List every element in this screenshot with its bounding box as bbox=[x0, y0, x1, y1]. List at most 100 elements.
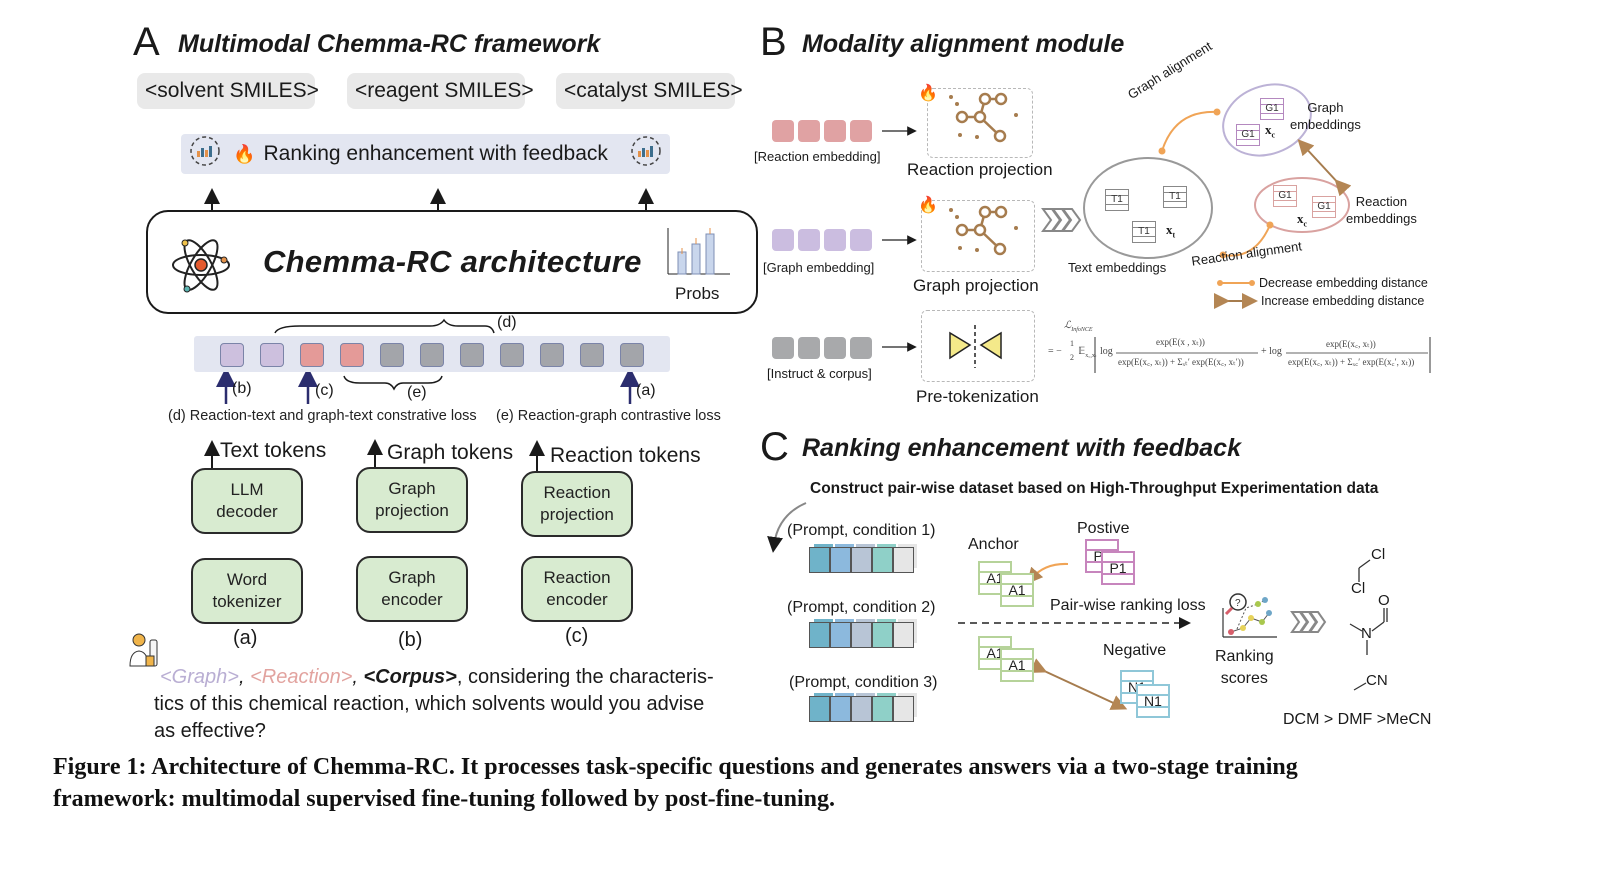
condition-cube bbox=[872, 696, 893, 722]
text-tokens-label: Text tokens bbox=[220, 439, 327, 462]
graph-embeddings-cluster bbox=[1222, 83, 1312, 157]
text-token: T1 bbox=[1163, 186, 1187, 208]
reaction-graph-token: G1 bbox=[1312, 196, 1336, 218]
text-token: T1 bbox=[1105, 189, 1129, 211]
brace-label-e: (e) bbox=[407, 384, 427, 401]
atom-icon bbox=[170, 234, 232, 301]
panel-b-letter: B bbox=[760, 20, 787, 64]
loss-e-description: (e) Reaction-graph contrastive loss bbox=[496, 408, 721, 424]
positive-token: P1 bbox=[1101, 551, 1135, 585]
panel-c-letter: C bbox=[760, 425, 789, 469]
loss-d-description: (d) Reaction-text and graph-text constra… bbox=[168, 408, 477, 424]
formula-log: log bbox=[1100, 346, 1113, 357]
column-label-b: (b) bbox=[398, 629, 423, 651]
embedding-square bbox=[824, 337, 846, 359]
token-square bbox=[500, 343, 524, 367]
graph-encoder-box: Graph encoder bbox=[356, 556, 468, 622]
formula-expectation-sub: x꜀,xₜ bbox=[1085, 353, 1097, 359]
graph-graph-icon bbox=[955, 205, 1008, 256]
token-square bbox=[620, 343, 644, 367]
question-line1-rest: , considering the characteris- bbox=[456, 666, 714, 688]
token-square bbox=[300, 343, 324, 367]
condition-cube bbox=[809, 622, 830, 648]
condition-cube bbox=[893, 547, 914, 573]
chevron-right-icon bbox=[1290, 611, 1327, 633]
panel-c-subtitle: Construct pair-wise dataset based on Hig… bbox=[810, 480, 1379, 497]
reaction-encoder-box: Reaction encoder bbox=[521, 556, 633, 622]
condition-cube bbox=[893, 696, 914, 722]
negative-token: N1 bbox=[1136, 684, 1170, 718]
word-tokenizer-box: Word tokenizer bbox=[191, 558, 303, 624]
svg-text:?: ? bbox=[1235, 598, 1241, 609]
embedding-square bbox=[798, 229, 820, 251]
graph-token: G1 bbox=[1236, 124, 1260, 146]
svg-text:🔥: 🔥 bbox=[918, 195, 938, 214]
anchor-token: A1 bbox=[978, 636, 1012, 670]
token-square bbox=[340, 343, 364, 367]
reaction-projection-label: Reaction projection bbox=[907, 160, 1053, 179]
prompt-condition-1: (Prompt, condition 1) bbox=[787, 522, 936, 539]
graph-placeholder: <Graph> bbox=[160, 666, 239, 688]
graph-projection-module bbox=[921, 200, 1035, 272]
condition-cube bbox=[872, 622, 893, 648]
molecule-structures bbox=[1349, 559, 1388, 691]
formula-denominator-2: exp(E(x꜀, xₜ)) + Σₓ꜀′ exp(E(x꜀′, xₜ)) bbox=[1288, 357, 1415, 367]
condition-cube bbox=[809, 696, 830, 722]
instruct-corpus-label: [Instruct & corpus] bbox=[767, 366, 872, 381]
negative-label: Negative bbox=[1103, 642, 1167, 659]
embedding-square bbox=[824, 229, 846, 251]
token-square bbox=[460, 343, 484, 367]
pairwise-ranking-loss-label: Pair-wise ranking loss bbox=[1050, 597, 1206, 614]
ranking-enhancement-bar: 🔥 Ranking enhancement with feedback bbox=[181, 134, 670, 174]
formula-denominator-1: exp(E(x꜀, xₜ)) + Σₓₜ′ exp(E(x꜀, xₜ′)) bbox=[1118, 357, 1244, 367]
dataset-curve-arrow bbox=[767, 502, 807, 553]
graph-vector-label: xc bbox=[1265, 122, 1276, 140]
token-square bbox=[380, 343, 404, 367]
molecule-oxygen: O bbox=[1378, 592, 1390, 609]
reaction-alignment-arc bbox=[1222, 224, 1271, 257]
text-embeddings-cluster bbox=[1083, 157, 1213, 259]
formula-lhs-sub: InfoNCE bbox=[1071, 327, 1093, 333]
anchor-token: A1 bbox=[1000, 648, 1034, 682]
solvent-smiles-output: <solvent SMILES> bbox=[137, 73, 319, 109]
molecule-cl-top: Cl bbox=[1371, 546, 1386, 563]
architecture-title: Chemma-RC architecture bbox=[263, 244, 642, 279]
arrow-label-a: (a) bbox=[636, 382, 656, 399]
molecule-nitrogen: N bbox=[1361, 625, 1372, 642]
panel-a-title: Multimodal Chemma-RC framework bbox=[178, 30, 601, 58]
formula-expectation: 𝔼 bbox=[1078, 346, 1086, 357]
graph-projection-box: Graph projection bbox=[356, 467, 468, 533]
chevron-right-icon bbox=[1041, 208, 1082, 232]
condition-cube bbox=[830, 547, 851, 573]
corpus-placeholder: <Corpus> bbox=[363, 666, 457, 688]
token-square bbox=[420, 343, 444, 367]
token-square bbox=[580, 343, 604, 367]
arrow-label-c: (c) bbox=[315, 382, 334, 399]
anchor-label: Anchor bbox=[968, 536, 1019, 553]
condition-cube bbox=[872, 547, 893, 573]
chemist-avatar-icon bbox=[128, 632, 162, 673]
fire-icon: 🔥🔥 bbox=[918, 83, 938, 214]
embedding-square bbox=[850, 120, 872, 142]
graph-embedding-label: [Graph embedding] bbox=[763, 260, 875, 275]
formula-numerator-2: exp(E(x꜀, xₜ)) bbox=[1326, 339, 1376, 349]
condition-cube bbox=[851, 547, 872, 573]
formula-eq: = − bbox=[1048, 346, 1062, 357]
llm-decoder-box: LLM decoder bbox=[191, 468, 303, 534]
positive-pull-arrow bbox=[1026, 562, 1069, 585]
ranking-scores-icon: ? bbox=[1222, 593, 1277, 638]
catalyst-smiles-output: <catalyst SMILES> bbox=[556, 73, 743, 109]
token-sequence-bar bbox=[194, 336, 670, 372]
chemma-rc-architecture-box: Chemma-RC architecture Probs bbox=[146, 210, 758, 314]
panel-a-letter: A bbox=[133, 20, 160, 64]
question-line2: tics of this chemical reaction, which so… bbox=[154, 693, 705, 715]
graph-tokens-label: Graph tokens bbox=[387, 441, 514, 464]
column-label-a: (a) bbox=[233, 627, 258, 649]
condition-cube bbox=[809, 547, 830, 573]
graph-projection-label: Graph projection bbox=[913, 276, 1039, 295]
embedding-square bbox=[772, 120, 794, 142]
reagent-smiles-output: <reagent SMILES> bbox=[347, 73, 534, 109]
probs-label: Probs bbox=[675, 284, 720, 303]
